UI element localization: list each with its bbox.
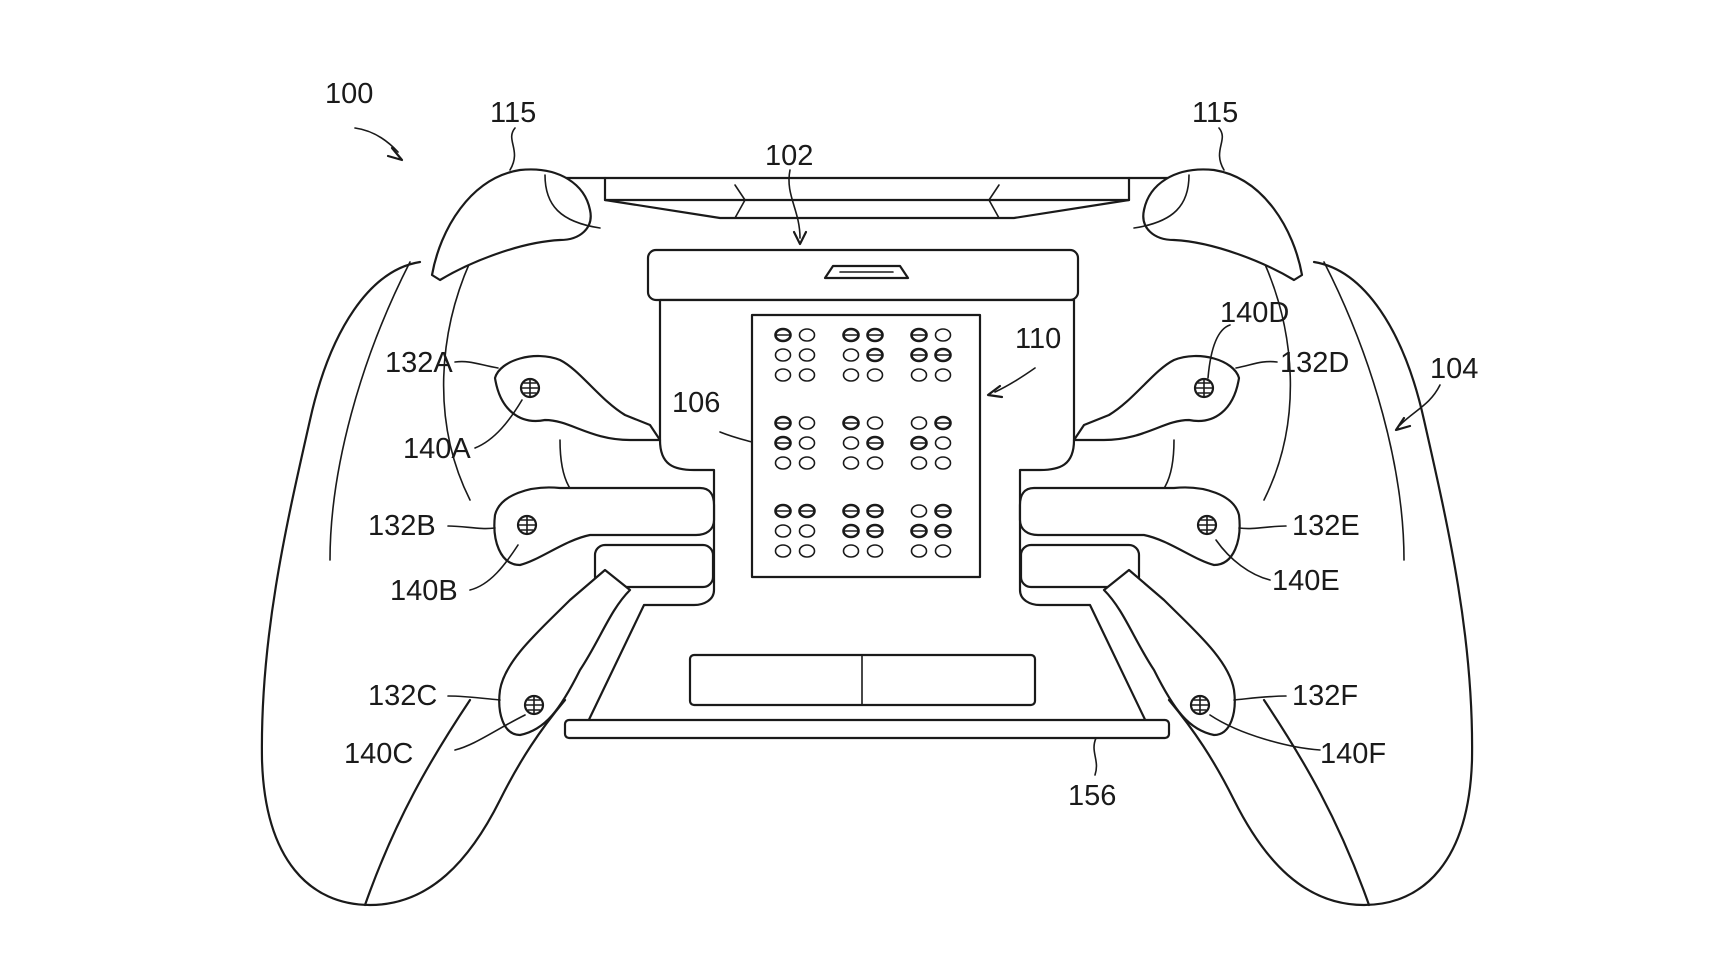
braille-dot-flat [934, 456, 952, 470]
braille-dot-flat [798, 524, 816, 538]
braille-dot-flat [798, 416, 816, 430]
braille-dot-flat [842, 544, 860, 558]
reference-labels: 100 115 115 102 104 106 110 132A 132B 13… [325, 78, 1478, 812]
fastener-140F [1189, 694, 1211, 716]
braille-dot-flat [798, 368, 816, 382]
paddle-132D [1072, 354, 1241, 442]
braille-dot-flat [842, 436, 860, 450]
braille-dot-flat [910, 504, 928, 518]
braille-dot-flat [774, 368, 792, 382]
label-115-left: 115 [490, 97, 536, 129]
label-156: 156 [1068, 780, 1116, 812]
paddle-132E [1018, 486, 1241, 589]
label-132E: 132E [1292, 510, 1360, 542]
braille-dot-flat [798, 456, 816, 470]
paddle-132C [498, 568, 632, 737]
braille-dot-flat [910, 368, 928, 382]
fastener-140B [516, 514, 538, 536]
braille-dot-flat [934, 544, 952, 558]
braille-dot-flat [798, 348, 816, 362]
braille-dot-flat [798, 544, 816, 558]
label-140B: 140B [390, 575, 458, 607]
braille-dot-flat [842, 456, 860, 470]
braille-dot-flat [842, 348, 860, 362]
label-132A: 132A [385, 347, 453, 379]
braille-dot-flat [774, 456, 792, 470]
right-trigger [1133, 168, 1304, 282]
braille-dot-flat [774, 544, 792, 558]
paddle-132B [493, 486, 716, 589]
label-100: 100 [325, 78, 373, 110]
label-110: 110 [1015, 323, 1061, 355]
braille-dot-flat [798, 436, 816, 450]
braille-dot-flat [866, 416, 884, 430]
braille-dot-flat [798, 328, 816, 342]
label-132B: 132B [368, 510, 436, 542]
label-140E: 140E [1272, 565, 1340, 597]
label-104: 104 [1430, 353, 1478, 385]
label-140F: 140F [1320, 738, 1386, 770]
paddle-132F [1102, 568, 1236, 737]
braille-dot-flat [774, 348, 792, 362]
braille-dot-flat [910, 544, 928, 558]
braille-dot-flat [910, 456, 928, 470]
paddle-132A [493, 354, 662, 442]
fastener-140A [519, 377, 541, 399]
braille-dot-flat [934, 368, 952, 382]
label-140C: 140C [344, 738, 413, 770]
braille-dot-flat [842, 368, 860, 382]
fastener-140D [1193, 377, 1215, 399]
leader-lines [354, 127, 1441, 776]
braille-dot-flat [774, 524, 792, 538]
braille-display [750, 313, 982, 579]
fastener-140E [1196, 514, 1218, 536]
braille-dot-flat [866, 456, 884, 470]
label-106: 106 [672, 387, 720, 419]
braille-dot-array [774, 327, 952, 558]
label-115-right: 115 [1192, 97, 1238, 129]
braille-dot-flat [934, 436, 952, 450]
braille-dot-flat [866, 368, 884, 382]
left-trigger [430, 168, 601, 282]
braille-dot-flat [934, 328, 952, 342]
label-132D: 132D [1280, 347, 1349, 379]
fastener-140C [523, 694, 545, 716]
label-140D: 140D [1220, 297, 1289, 329]
label-132F: 132F [1292, 680, 1358, 712]
braille-dot-flat [910, 416, 928, 430]
braille-dot-flat [866, 544, 884, 558]
label-132C: 132C [368, 680, 437, 712]
label-140A: 140A [403, 433, 471, 465]
label-102: 102 [765, 140, 813, 172]
